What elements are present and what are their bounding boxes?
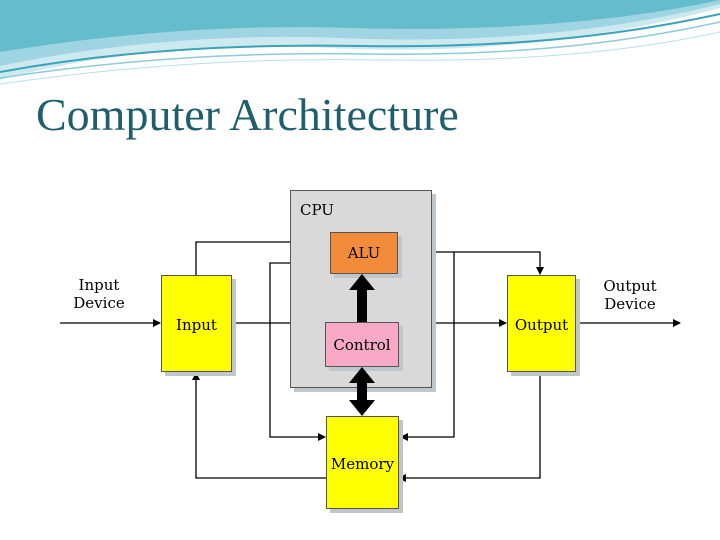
- control-to-alu-thick-arrow: [349, 274, 375, 322]
- header-wave-decoration: [0, 0, 720, 85]
- memory-label: Memory: [330, 455, 395, 473]
- input-device-label-line2: Device: [73, 294, 125, 312]
- output-device-label: Output Device: [594, 277, 666, 313]
- memory-to-input-line: [192, 372, 326, 479]
- memory-box: Memory: [326, 416, 399, 509]
- control-box: Control: [325, 322, 399, 367]
- alu-label: ALU: [347, 244, 381, 262]
- cpu-label: CPU: [300, 201, 334, 219]
- cpu-to-memory-line: [400, 252, 455, 441]
- slide-title: Computer Architecture: [36, 89, 459, 140]
- input-label: Input: [176, 316, 217, 334]
- control-label: Control: [333, 336, 391, 354]
- output-device-label-line1: Output: [603, 277, 657, 295]
- input-to-alu-line: [195, 238, 331, 275]
- output-to-memory-line: [398, 373, 541, 482]
- output-device-label-line2: Device: [604, 295, 656, 313]
- input-device-label: Input Device: [64, 276, 134, 312]
- control-memory-thick-arrow: [349, 367, 375, 416]
- input-device-label-line1: Input: [78, 276, 120, 294]
- alu-box: ALU: [330, 232, 398, 274]
- alu-to-output-line: [399, 251, 544, 275]
- output-label: Output: [514, 316, 569, 334]
- output-box: Output: [507, 275, 576, 372]
- input-box: Input: [161, 275, 232, 372]
